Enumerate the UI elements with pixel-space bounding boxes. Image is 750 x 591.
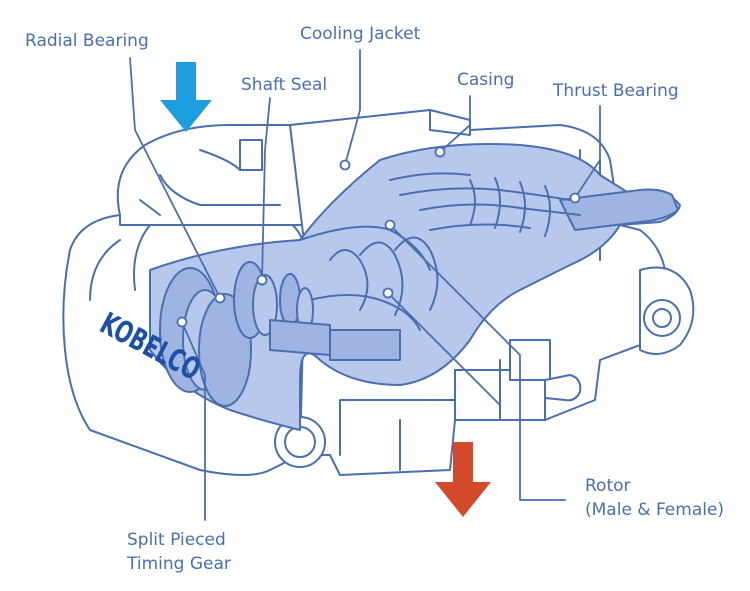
leader-lines xyxy=(129,49,601,521)
label-casing: Casing xyxy=(457,70,515,90)
label-thrust-bearing: Thrust Bearing xyxy=(553,81,679,101)
inflow-arrow-icon xyxy=(160,62,212,132)
label-timing-gear-line2: Timing Gear xyxy=(127,554,231,574)
label-rotor: Rotor xyxy=(585,476,631,496)
label-timing-gear-line1: Split Pieced xyxy=(127,530,226,550)
label-cooling-jacket: Cooling Jacket xyxy=(300,24,421,44)
anchor-dots xyxy=(176,146,581,328)
outflow-arrow-icon xyxy=(435,442,491,517)
label-rotor-detail: (Male & Female) xyxy=(585,500,725,520)
label-radial-bearing: Radial Bearing xyxy=(25,31,149,51)
label-shaft-seal: Shaft Seal xyxy=(241,75,328,95)
